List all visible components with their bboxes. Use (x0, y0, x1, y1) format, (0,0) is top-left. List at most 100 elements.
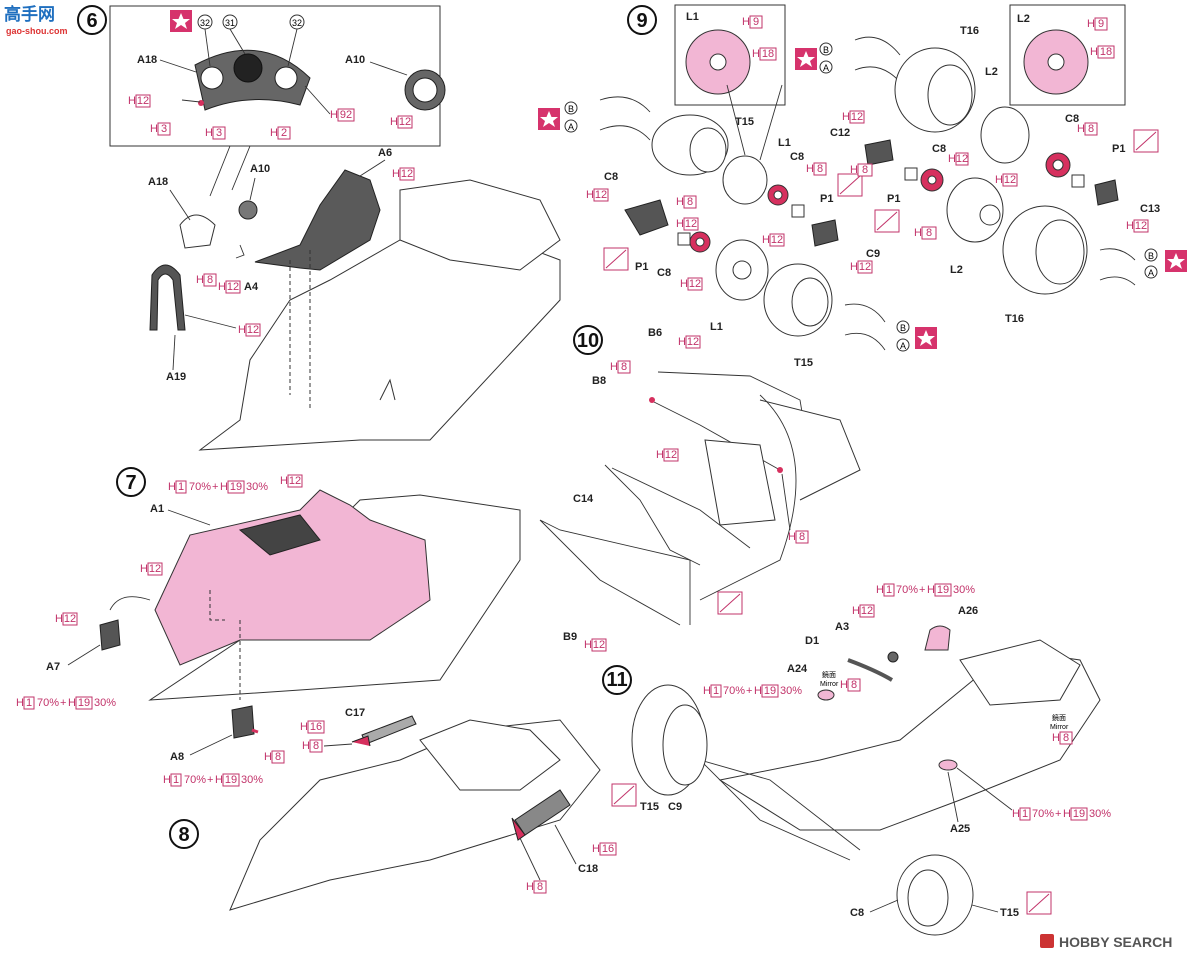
engine-cover-A1 (154, 489, 431, 666)
gauge-left (200, 66, 224, 90)
svg-text:8: 8 (207, 274, 213, 286)
no-glue-icon (874, 209, 900, 233)
svg-text:H: H (205, 127, 213, 139)
label-A25: A25 (950, 823, 970, 835)
svg-text:19: 19 (230, 481, 242, 493)
svg-text:H: H (128, 95, 136, 107)
svg-text:H: H (995, 174, 1003, 186)
label-A18: A18 (148, 176, 168, 188)
gauge-center (233, 53, 263, 83)
label-P1-c: P1 (1112, 143, 1125, 155)
svg-text:8: 8 (1088, 123, 1094, 135)
svg-text:H: H (526, 881, 534, 893)
svg-text:B: B (568, 104, 574, 114)
part-A3 (887, 651, 899, 663)
svg-text:19: 19 (937, 584, 949, 596)
step-11-number: 11 (606, 669, 627, 691)
upright-C9 (811, 219, 839, 247)
upright-C12 (864, 139, 894, 166)
svg-text:12: 12 (227, 281, 239, 293)
part-D1 (847, 658, 894, 682)
poly-cap-P1-d (904, 167, 918, 181)
mirror-label-cn-a: 鏡面 (822, 670, 836, 679)
upright-C8 (624, 199, 669, 236)
svg-text:16: 16 (602, 843, 614, 855)
svg-text:12: 12 (687, 336, 699, 348)
svg-text:H: H (850, 261, 858, 273)
svg-text:70%: 70% (723, 685, 745, 697)
svg-text:8: 8 (799, 531, 805, 543)
gauge-callout-32b: 32 (292, 18, 302, 28)
svg-text:H: H (300, 721, 308, 733)
engine-block (399, 179, 561, 271)
part-A26 (924, 625, 951, 651)
label-L1-a: L1 (778, 137, 791, 149)
svg-text:B: B (1148, 251, 1154, 261)
label-A6: A6 (378, 147, 392, 159)
svg-text:H: H (1087, 18, 1095, 30)
part-A7 (99, 619, 121, 651)
svg-text:8: 8 (275, 751, 281, 763)
svg-text:30%: 30% (1089, 808, 1111, 820)
svg-text:H: H (163, 774, 171, 786)
svg-text:1: 1 (173, 774, 179, 786)
engine-step11 (959, 639, 1081, 706)
svg-text:H: H (850, 164, 858, 176)
label-B6: B6 (648, 327, 662, 339)
svg-text:H: H (788, 531, 796, 543)
svg-text:H: H (218, 281, 226, 293)
svg-text:70%: 70% (1032, 808, 1054, 820)
no-glue-icon (603, 247, 629, 271)
svg-text:8: 8 (313, 740, 319, 752)
svg-text:H: H (852, 605, 860, 617)
svg-text:12: 12 (247, 324, 259, 336)
svg-text:H: H (215, 774, 223, 786)
step-7-number: 7 (125, 472, 136, 494)
label-A3: A3 (835, 621, 849, 633)
part-A8 (231, 705, 255, 739)
svg-text:3: 3 (216, 127, 222, 139)
mirror-label-en-a: Mirror (820, 681, 839, 688)
svg-text:A: A (900, 341, 906, 351)
svg-text:12: 12 (149, 563, 161, 575)
svg-text:30%: 30% (94, 697, 116, 709)
svg-text:H: H (914, 227, 922, 239)
svg-text:H: H (742, 16, 750, 28)
step-10-number: 10 (577, 330, 599, 352)
svg-text:H: H (876, 584, 884, 596)
svg-text:H: H (238, 324, 246, 336)
no-glue-icon (1133, 129, 1159, 153)
label-A26: A26 (958, 605, 978, 617)
label-L2-detail: L2 (1017, 13, 1030, 25)
no-glue-icon (717, 591, 743, 615)
label-A1: A1 (150, 503, 164, 515)
site-logo-icon: 高手网 gao-shou.com (4, 4, 68, 36)
svg-text:30%: 30% (953, 584, 975, 596)
seat-A6 (254, 169, 381, 271)
star-icon (170, 10, 192, 32)
label-P1-a: P1 (820, 193, 833, 205)
svg-text:H: H (948, 153, 956, 165)
label-C14: C14 (573, 493, 594, 505)
gearbox-step10 (704, 439, 776, 526)
